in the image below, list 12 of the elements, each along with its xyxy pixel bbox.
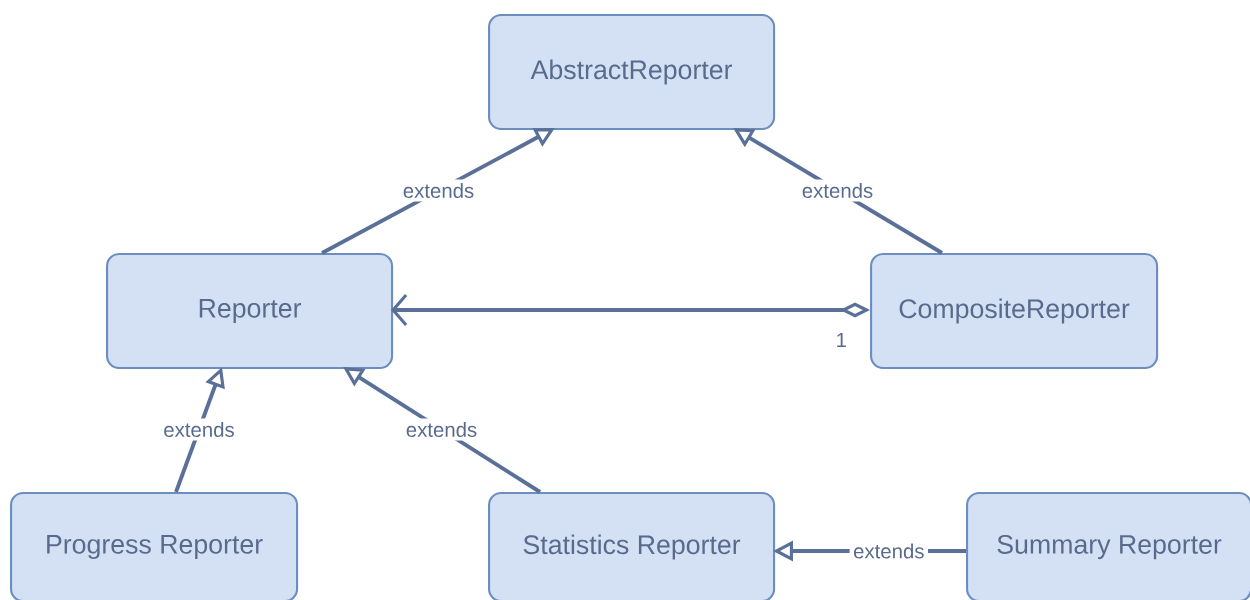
edge-label: extends	[849, 540, 929, 562]
class-box: Summary Reporter	[966, 492, 1250, 600]
class-box: Reporter	[106, 253, 394, 370]
class-box: Progress Reporter	[10, 492, 299, 600]
edge-label: extends	[399, 179, 478, 202]
edge-label: 1	[837, 332, 846, 347]
edge-label: extends	[402, 418, 481, 441]
class-box: Statistics Reporter	[488, 492, 776, 600]
edge-label: extends	[159, 418, 239, 441]
class-box: CompositeReporter	[870, 253, 1159, 370]
class-box: AbstractReporter	[488, 14, 776, 131]
edge-label: extends	[798, 179, 877, 202]
